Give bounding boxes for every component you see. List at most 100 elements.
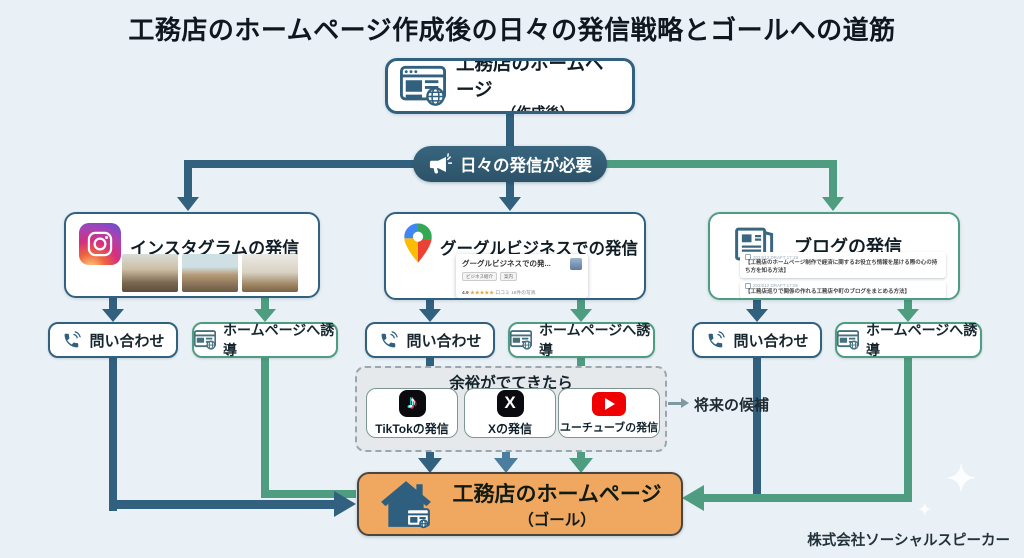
future-box-title: 余裕がでてきたら <box>449 375 573 392</box>
gcard-chip-1: ビジネス紹介 <box>462 272 497 281</box>
calendar-icon <box>745 282 751 289</box>
inquiry-node-middle: 問い合わせ <box>365 322 495 358</box>
tiktok-icon: ♪ <box>398 389 426 417</box>
line-drop-blog <box>829 160 837 198</box>
browser-globe-icon <box>510 330 532 350</box>
goal-box-title: 工務店のホームページ <box>452 483 662 506</box>
x-label: Xの発信 <box>487 421 532 436</box>
arrowhead-tiktok-goal <box>418 458 442 473</box>
google-business-mini-card: グーグルビジネスでの発... ビジネス紹介 案内 4.9 ★★★★★ 口コミ 1… <box>456 254 588 298</box>
gcard-title: グーグルビジネスでの発... <box>462 259 551 268</box>
instagram-photo-1 <box>122 254 178 292</box>
line-insta-homepage <box>261 294 269 310</box>
tiktok-card: ♪ TikTokの発信 <box>366 388 458 438</box>
youtube-icon <box>592 391 626 416</box>
arrowhead-google <box>499 197 521 211</box>
future-note-label: 将来の候補 <box>694 397 770 414</box>
tiktok-label: TikTokの発信 <box>375 421 449 436</box>
arrowhead-instagram <box>177 197 199 211</box>
inquiry-node-left: 問い合わせ <box>48 322 178 358</box>
line-right-homepage-down <box>904 356 912 502</box>
line-right-horiz <box>702 494 912 502</box>
source-box: 工務店のホームページ （作成後） <box>385 58 635 114</box>
stub-mid-homepage <box>577 356 585 370</box>
company-credit: 株式会社ソーシャルスピーカー <box>807 533 1010 549</box>
stem-youtube-goal <box>577 450 585 460</box>
arrowhead-blog <box>822 197 844 211</box>
page-title: 工務店のホームページ作成後の日々の発信戦略とゴールへの道筋 <box>128 15 896 45</box>
x-icon: X <box>496 389 524 417</box>
branch-google: グーグルビジネスでの発信 グーグルビジネスでの発... ビジネス紹介 案内 4.… <box>384 212 646 300</box>
inquiry-label: 問い合わせ <box>89 332 165 350</box>
line-blog-homepage <box>904 294 912 310</box>
blog-post-title: 【工務店巡りで関係の作れる工務店や町のブログをまとめる方法】 <box>745 288 911 295</box>
branch-instagram: インスタグラムの発信 <box>64 212 320 298</box>
gcard-stars: ★★★★★ <box>470 291 495 296</box>
branch-instagram-label: インスタグラムの発信 <box>130 239 300 258</box>
inquiry-label: 問い合わせ <box>733 332 809 350</box>
instagram-icon <box>79 223 121 265</box>
arrowhead-google-inquiry <box>419 309 441 322</box>
arrowhead-youtube-goal <box>569 458 593 473</box>
line-left-homepage-down <box>261 356 269 498</box>
arrowhead-goal-left <box>334 491 356 517</box>
line-left-inquiry-horiz <box>109 500 335 509</box>
blog-post-date: 2024/12 DRAFT 17:19 <box>753 254 798 260</box>
homepage-label: ホームページへ誘導 <box>539 322 651 358</box>
stub-mid-inquiry <box>426 356 434 370</box>
blog-post-title: 【工務店のホームページ制作で経済に関するお役立ち情報を届ける際の心の持ち方を知る… <box>745 260 938 274</box>
line-left-inquiry-down <box>109 356 117 511</box>
line-left-homepage-horiz <box>261 490 356 498</box>
phone-icon <box>705 330 726 351</box>
house-homepage-icon <box>379 478 433 530</box>
line-google-inquiry <box>426 294 434 310</box>
stem-x-goal <box>502 450 510 460</box>
homepage-node-left: ホームページへ誘導 <box>192 322 338 358</box>
line-google-homepage <box>577 294 585 310</box>
arrowhead-future-note <box>681 398 689 408</box>
browser-globe-icon <box>194 330 216 350</box>
branch-google-label: グーグルビジネスでの発信 <box>440 240 638 258</box>
gcard-chip-2: 案内 <box>500 272 517 281</box>
gcard-reviews: 口コミ 16件の写真 <box>495 291 536 296</box>
phone-icon <box>378 330 399 351</box>
browser-globe-icon <box>400 65 446 107</box>
arrowhead-blog-inquiry <box>746 309 768 322</box>
sparkle-icon: ✦ <box>918 502 932 519</box>
instagram-photo-2 <box>182 254 238 292</box>
homepage-label: ホームページへ誘導 <box>223 322 335 358</box>
daily-post-label: 日々の発信が必要 <box>460 157 592 175</box>
homepage-node-right: ホームページへ誘導 <box>835 322 982 358</box>
blog-post-item: 2024/12 DRAFT 17:05 【工務店巡りで関係の作れる工務店や町のブ… <box>740 280 946 298</box>
line-drop-google <box>506 178 514 198</box>
line-future-note <box>668 402 682 405</box>
youtube-card: ユーチューブの発信 <box>558 388 660 438</box>
line-branch-right <box>580 160 837 168</box>
line-right-inquiry-down <box>753 356 761 502</box>
daily-post-pill: 日々の発信が必要 <box>413 146 607 182</box>
browser-globe-icon <box>837 330 859 350</box>
homepage-node-middle: ホームページへ誘導 <box>508 322 655 358</box>
line-insta-inquiry <box>109 294 117 310</box>
calendar-icon <box>745 254 751 260</box>
source-box-subtitle: （作成後） <box>501 105 575 114</box>
source-box-title: 工務店のホームページ <box>456 58 604 100</box>
stem-tiktok-goal <box>426 450 434 460</box>
phone-icon <box>61 330 82 351</box>
arrowhead-google-homepage <box>570 309 592 322</box>
arrowhead-insta-inquiry <box>102 309 124 322</box>
blog-post-date: 2024/12 DRAFT 17:05 <box>753 283 798 289</box>
arrowhead-goal-right <box>682 485 704 511</box>
goal-box: 工務店のホームページ （ゴール） <box>357 472 683 536</box>
sparkle-icon: ✦ <box>946 458 977 499</box>
gcard-score: 4.9 <box>462 291 469 296</box>
megaphone-icon <box>428 153 452 175</box>
arrowhead-insta-homepage <box>254 309 276 322</box>
instagram-photo-3 <box>242 254 298 292</box>
line-drop-instagram <box>184 160 192 198</box>
google-maps-pin-icon <box>403 222 433 269</box>
line-branch-left <box>184 160 440 168</box>
arrowhead-blog-homepage <box>897 309 919 322</box>
inquiry-label: 問い合わせ <box>406 332 482 350</box>
